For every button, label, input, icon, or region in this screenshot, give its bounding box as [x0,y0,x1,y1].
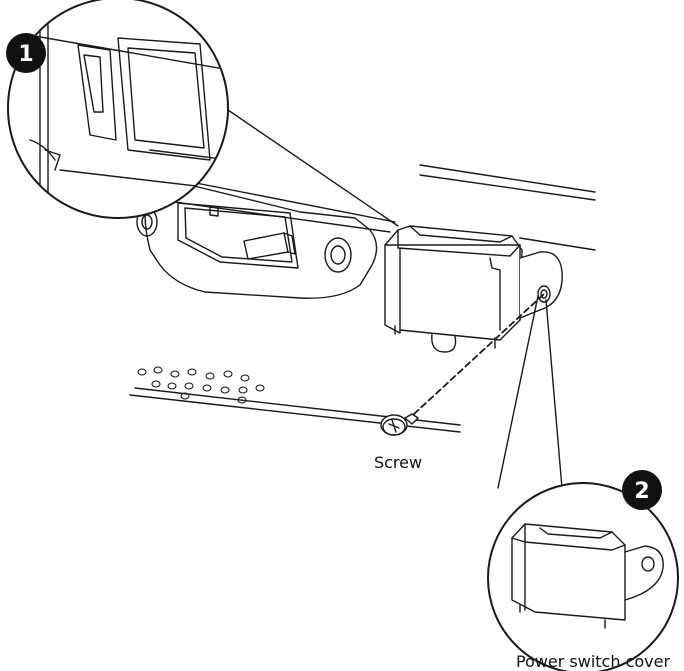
vent-holes [137,366,265,404]
magnifier-2 [487,482,679,671]
magnifier-2-leaders [497,295,563,489]
callout-badge-2: 2 [622,470,662,510]
screw [380,413,419,436]
screw-label: Screw [374,453,422,472]
power-switch-cover-label: Power switch cover [516,652,671,671]
callout-badge-1: 1 [6,33,46,73]
magnifier-1-leaders [159,109,399,233]
power-switch-cover [384,225,563,353]
svg-text:1: 1 [18,42,33,67]
svg-text:2: 2 [634,479,649,504]
screw-insertion-path [413,293,545,415]
magnifier-1 [7,0,229,219]
